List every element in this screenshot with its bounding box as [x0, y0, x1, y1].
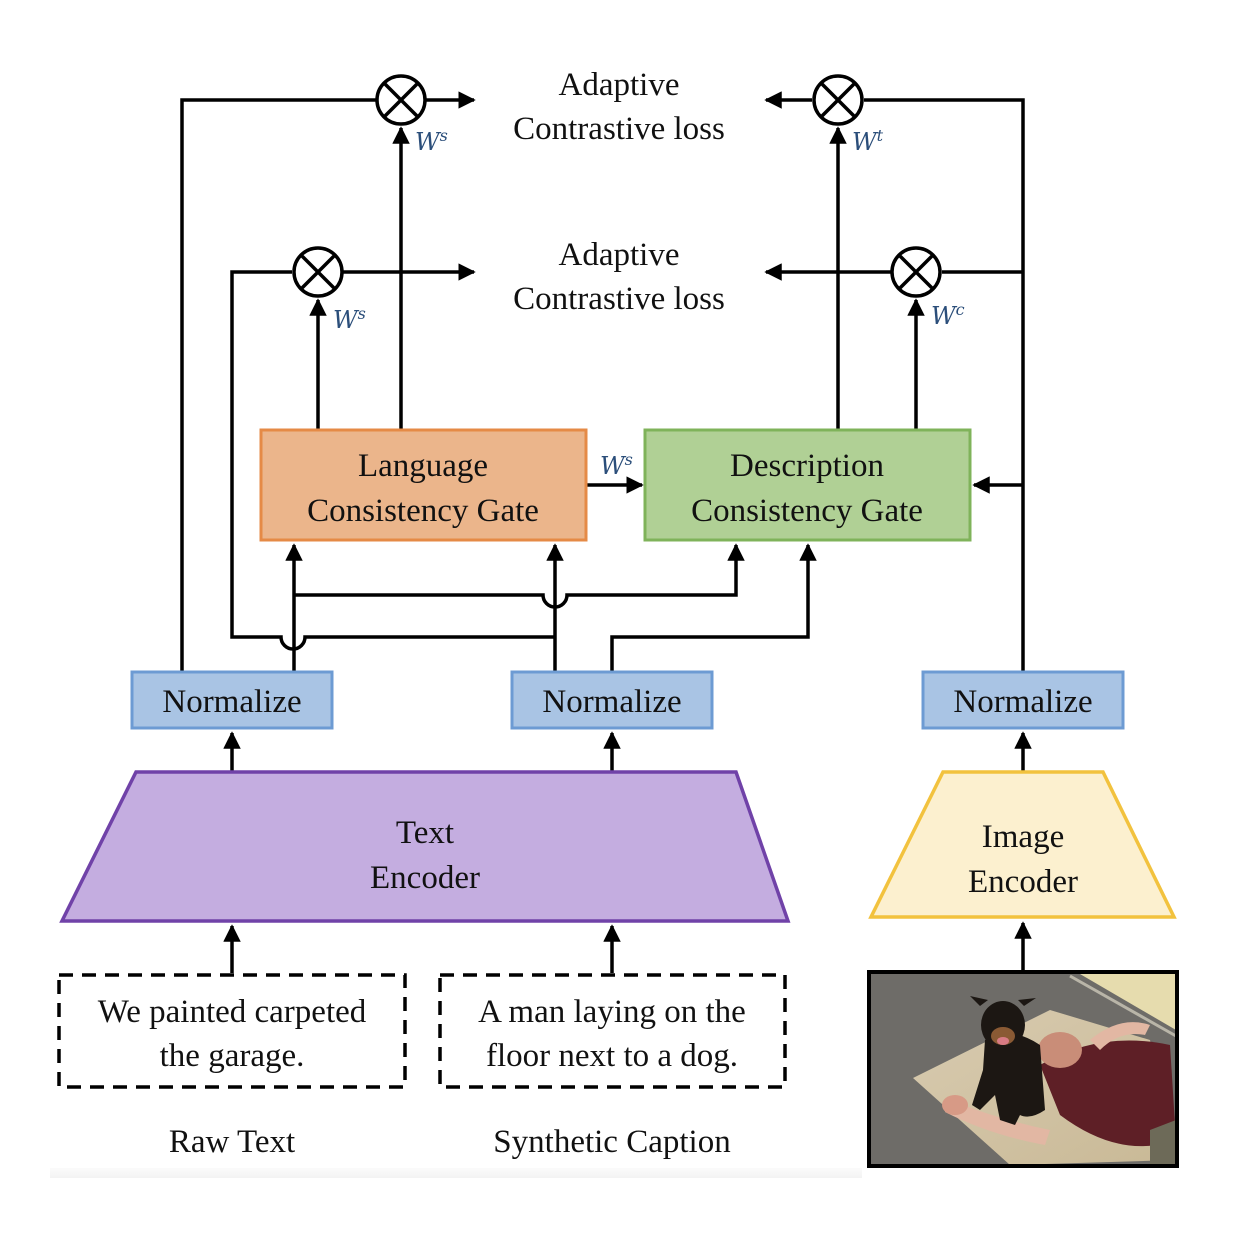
normalize-box-caption: Normalize	[510, 670, 714, 730]
svg-text:floor next to a dog.: floor next to a dog.	[486, 1038, 738, 1074]
synthetic-caption-label: Synthetic Caption	[493, 1124, 730, 1160]
raw-text-caption: Raw Text	[169, 1124, 295, 1160]
normalize-box-raw: Normalize	[130, 670, 334, 730]
svg-text:Normalize: Normalize	[542, 684, 681, 720]
wire-caption-norm-to-dcg	[610, 543, 817, 672]
svg-text:Consistency Gate: Consistency Gate	[307, 493, 539, 529]
weight-label-mid-left: Ws	[333, 304, 366, 334]
svg-text:Normalize: Normalize	[953, 684, 1092, 720]
svg-text:Encoder: Encoder	[968, 864, 1078, 900]
svg-text:A man laying on the: A man laying on the	[478, 994, 746, 1030]
synthetic-caption-input: A man laying on the floor next to a dog.	[438, 973, 787, 1089]
svg-text:Consistency Gate: Consistency Gate	[691, 493, 923, 529]
normalize-box-image: Normalize	[921, 670, 1125, 730]
multiply-icon-top-right	[812, 74, 864, 126]
svg-text:Text: Text	[396, 815, 454, 851]
svg-text:Language: Language	[358, 448, 488, 484]
svg-text:Image: Image	[982, 819, 1064, 855]
svg-text:Contrastive loss: Contrastive loss	[513, 281, 725, 317]
figure-bottom-shadow	[50, 1168, 862, 1178]
svg-text:Adaptive: Adaptive	[559, 67, 680, 103]
weight-label-gate-link: Ws	[600, 450, 633, 480]
weight-label-top-right: Wt	[852, 126, 884, 156]
weight-label-top-left: Ws	[415, 126, 448, 156]
svg-text:Normalize: Normalize	[162, 684, 301, 720]
svg-text:the garage.: the garage.	[160, 1038, 305, 1074]
loss-label-middle: Adaptive Contrastive loss	[513, 237, 725, 317]
language-consistency-gate: Language Consistency Gate	[259, 428, 588, 542]
wire-text-norm-to-top-mult	[180, 98, 376, 672]
connection-wires	[180, 91, 1032, 973]
loss-label-top: Adaptive Contrastive loss	[513, 67, 725, 147]
svg-text:Adaptive: Adaptive	[559, 237, 680, 273]
svg-text:Encoder: Encoder	[370, 860, 480, 896]
description-consistency-gate: Description Consistency Gate	[643, 428, 972, 542]
text-encoder: Text Encoder	[59, 770, 791, 923]
multiply-icon-mid-left	[292, 246, 344, 298]
svg-text:Contrastive loss: Contrastive loss	[513, 111, 725, 147]
wire-image-norm-to-top-mult	[864, 98, 1025, 672]
svg-text:Description: Description	[730, 448, 884, 484]
svg-text:We painted carpeted: We painted carpeted	[98, 994, 367, 1030]
weight-label-mid-right: Wc	[931, 300, 965, 330]
multiply-icon-mid-right	[890, 246, 942, 298]
input-image	[867, 970, 1179, 1168]
wire-text-norm-to-dcg	[294, 543, 745, 609]
multiply-icon-top-left	[375, 74, 427, 126]
image-encoder: Image Encoder	[868, 770, 1177, 919]
wire-norm-to-mid-mult	[230, 270, 555, 651]
raw-text-input: We painted carpeted the garage.	[57, 973, 407, 1089]
